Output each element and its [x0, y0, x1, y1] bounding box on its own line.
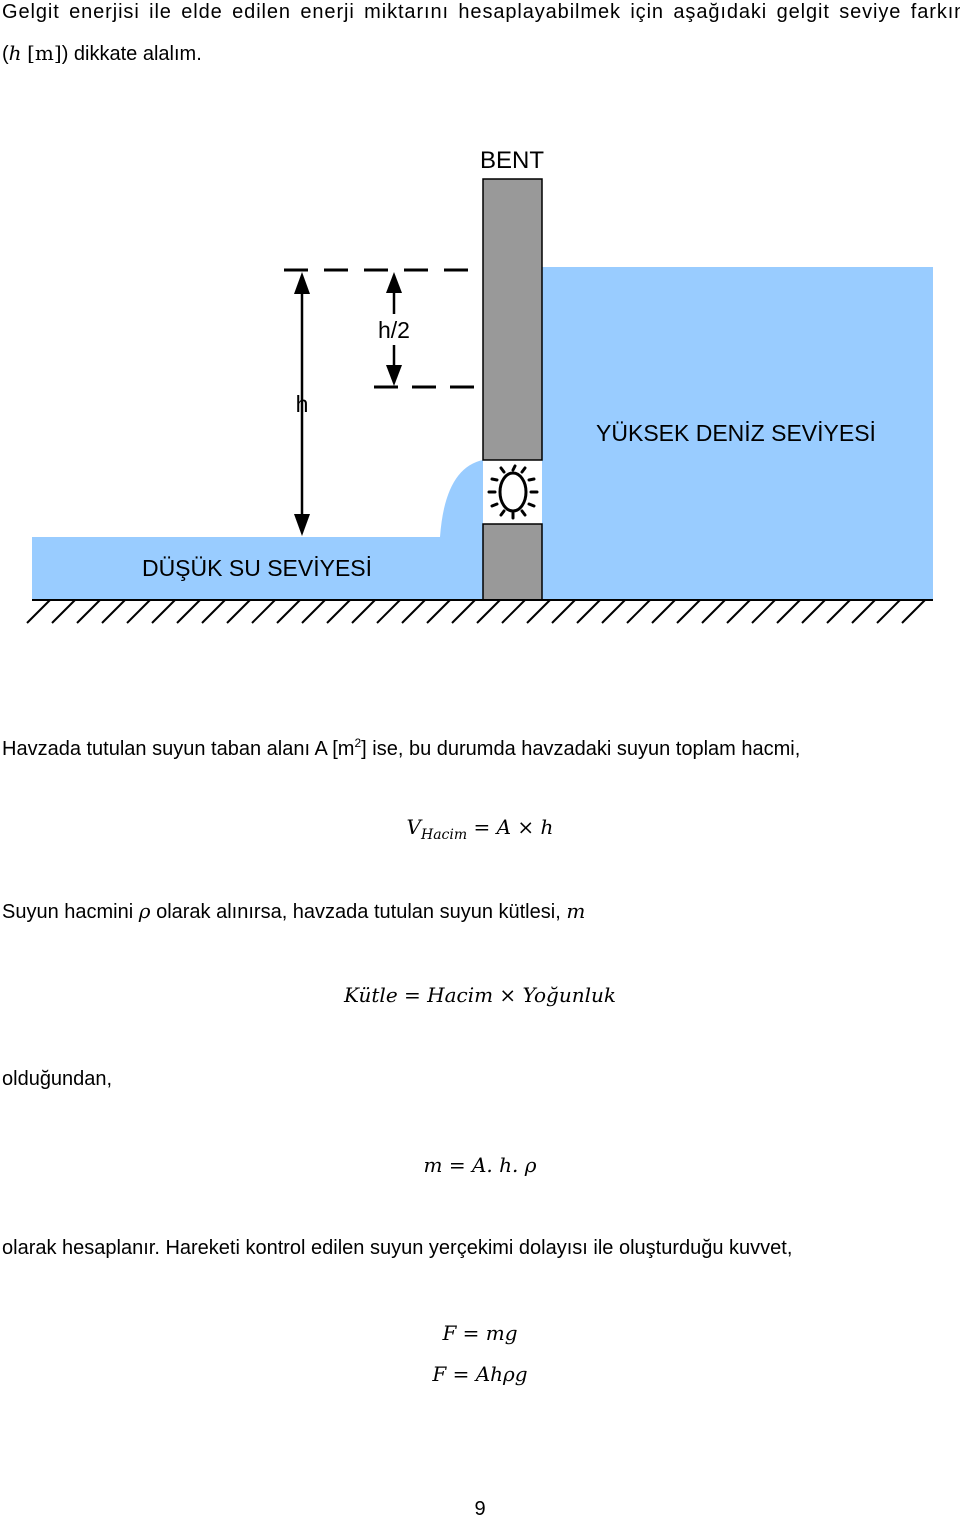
dam-upper-block	[482, 178, 543, 461]
water-jet	[440, 460, 483, 537]
intro-line-2: (h [m]) dikkate alalım.	[2, 41, 202, 66]
superscript-2: 2	[354, 736, 362, 750]
intro-rest: ) dikkate alalım.	[61, 43, 202, 65]
low-water-label: DÜŞÜK SU SEVİYESİ	[142, 555, 372, 581]
rho-symbol: ρ	[138, 899, 151, 923]
equation-mass-definition: Kütle = Hacim × Yoğunluk	[344, 983, 616, 1007]
equation-force-ahrg: F = Ahρg	[432, 1362, 528, 1386]
volume-symbol: V	[406, 815, 421, 839]
dam-lower-block	[482, 523, 543, 601]
equation-force-mg: F = mg	[442, 1321, 518, 1345]
volume-subscript: Hacim	[421, 827, 468, 843]
volume-rhs: = A × h	[473, 815, 554, 839]
hatched-ground	[26, 599, 933, 624]
mass-symbol: m	[566, 899, 586, 923]
intro-line-1: Gelgit enerjisi ile elde edilen enerji m…	[2, 1, 960, 23]
paragraph-density-middle: olarak alınırsa, havzada tutulan suyun k…	[150, 901, 567, 923]
intro-unit: [m]	[27, 41, 62, 65]
height-label: h	[296, 391, 309, 417]
paragraph-area-start: Havzada tutulan suyun taban alanı A [m	[2, 738, 355, 760]
low-water	[32, 537, 483, 600]
height-arrow	[294, 272, 310, 536]
paragraph-density-start: Suyun hacmini	[2, 901, 139, 923]
turbine-icon	[487, 464, 539, 520]
paragraph-force: olarak hesaplanır. Hareketi kontrol edil…	[2, 1237, 793, 1259]
intro-h-symbol: h	[8, 41, 22, 65]
paragraph-area-end: ] ise, bu durumda havzadaki suyun toplam…	[361, 738, 801, 760]
dam-label: BENT	[480, 147, 544, 174]
equation-volume: VHacim = A × h	[0, 815, 960, 847]
tidal-dam-diagram: BENT h/2 h YÜKSEK DENİZ SEVİYESİ DÜŞÜK S…	[26, 147, 933, 624]
page-number: 9	[474, 1498, 486, 1520]
paragraph-density: Suyun hacmini ρ olarak alınırsa, havzada…	[2, 899, 585, 924]
high-sea-water	[542, 267, 933, 600]
high-sea-label: YÜKSEK DENİZ SEVİYESİ	[596, 420, 876, 446]
half-height-arrows	[386, 272, 402, 386]
paragraph-since: olduğundan,	[2, 1068, 113, 1090]
half-height-label: h/2	[378, 317, 410, 343]
equation-mass: m = A. h. ρ	[423, 1153, 537, 1177]
intro-paren-open: (	[2, 43, 9, 65]
paragraph-area: Havzada tutulan suyun taban alanı A [m2]…	[2, 731, 800, 761]
